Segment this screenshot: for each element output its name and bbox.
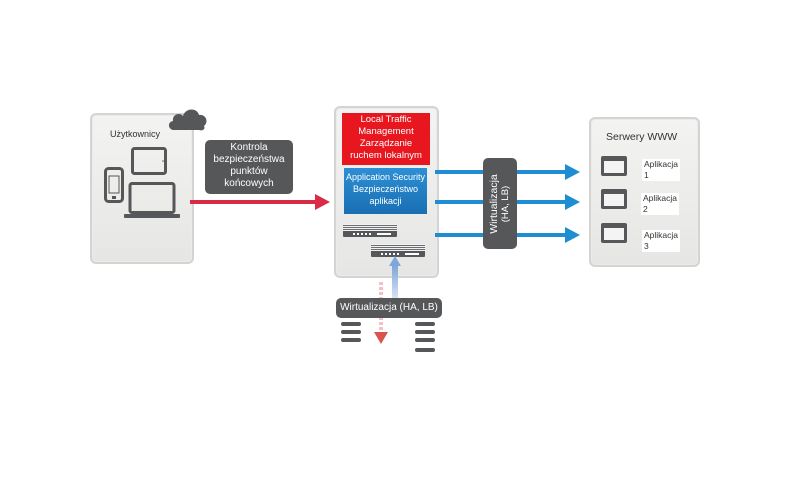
app-name: Aplikacja [644, 230, 679, 240]
window-icon [601, 156, 627, 176]
virtualization-vertical-label: Wirtualizacja (HA, LB) [483, 158, 517, 249]
label-line: Wirtualizacja [488, 173, 500, 234]
virtualization-bottom-label: Wirtualizacja (HA, LB) [336, 298, 442, 318]
endpoint-security-label: Kontrola bezpieczeństwa punktów końcowyc… [205, 140, 293, 194]
label-line: Kontrola [230, 142, 268, 153]
app-number: 3 [644, 241, 649, 251]
tablet-icon [131, 147, 167, 175]
database-icon [415, 322, 435, 356]
blue-arrow-head-1 [565, 164, 580, 180]
up-arrow-shaft [392, 266, 398, 300]
laptop-icon [124, 182, 180, 218]
asm-line: Application Security [345, 172, 426, 182]
label-line: (HA, LB) [500, 185, 511, 222]
asm-line: aplikacji [369, 196, 402, 206]
users-title: Użytkownicy [110, 129, 161, 139]
ltm-box: Local Traffic Management Zarządzanie ruc… [342, 113, 430, 165]
asm-line: Bezpieczeństwo [352, 184, 419, 194]
app-number: 1 [644, 170, 649, 180]
ltm-line: Local Traffic [360, 114, 412, 125]
app-name: Aplikacja [643, 193, 678, 203]
ltm-line: Zarządzanie [359, 138, 413, 149]
smartphone-icon [104, 167, 124, 203]
label-line: bezpieczeństwa [213, 154, 285, 165]
ltm-line: Management [358, 126, 414, 137]
app-label-3: Aplikacja 3 [642, 230, 680, 252]
up-arrow-icon [389, 256, 401, 266]
down-arrow-icon [374, 332, 388, 344]
appliance-icon [371, 244, 425, 257]
ltm-line: ruchem lokalnym [350, 150, 422, 161]
app-label-2: Aplikacja 2 [641, 193, 679, 215]
label-line: punktów [230, 166, 268, 177]
red-arrow-shaft [190, 200, 316, 204]
blue-arrow-head-3 [565, 227, 580, 243]
users-panel [90, 113, 194, 264]
cloud-icon [168, 109, 207, 131]
red-arrow-head [315, 194, 330, 210]
app-number: 2 [643, 204, 648, 214]
database-icon [341, 322, 361, 346]
appliance-icon [343, 224, 397, 237]
asm-box: Application Security Bezpieczeństwo apli… [344, 168, 427, 214]
app-name: Aplikacja [644, 159, 679, 169]
window-icon [601, 189, 627, 209]
label-line: końcowych [224, 178, 274, 189]
window-icon [601, 223, 627, 243]
app-label-1: Aplikacja 1 [642, 159, 680, 181]
blue-arrow-head-2 [565, 194, 580, 210]
servers-title: Serwery WWW [606, 131, 678, 143]
